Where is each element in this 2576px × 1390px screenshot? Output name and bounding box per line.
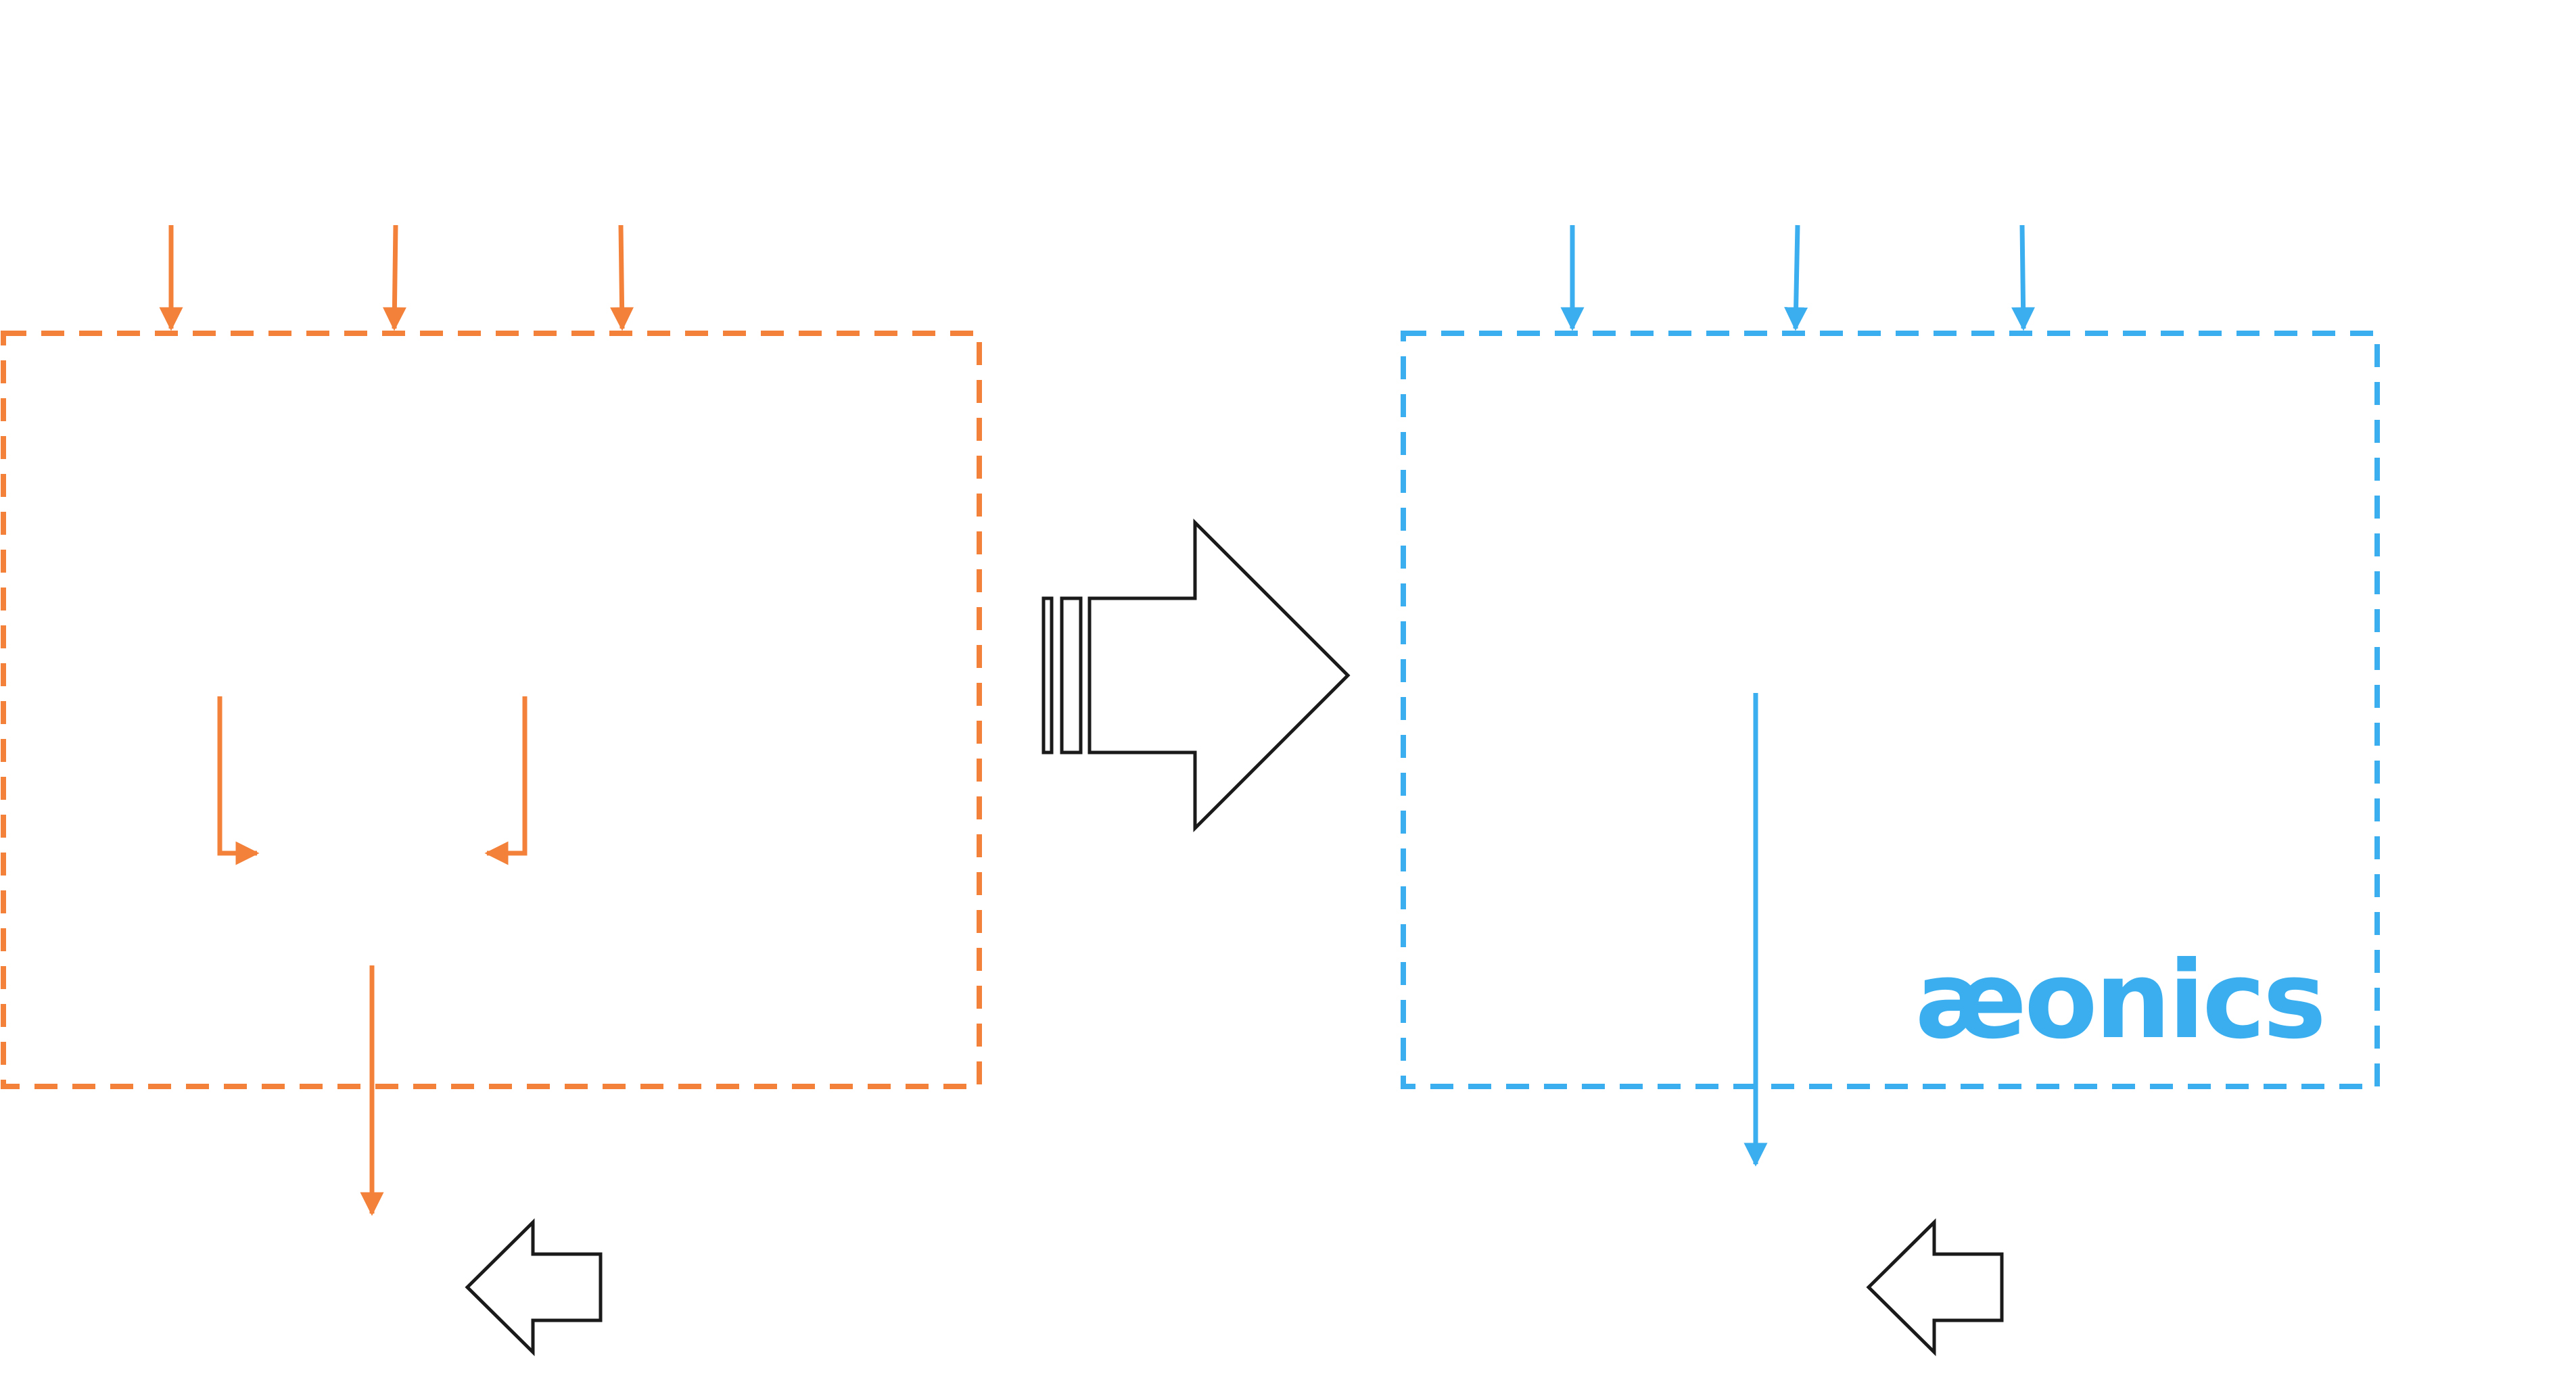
transition-bar-2 bbox=[1060, 596, 1083, 754]
right-input-arrow-3 bbox=[2011, 224, 2036, 331]
left-internal-arrow-left bbox=[484, 696, 528, 865]
aeonics-logo: æonics bbox=[1915, 938, 2324, 1063]
right-system-boundary bbox=[1401, 331, 2380, 1089]
big-right-arrow-icon bbox=[1041, 518, 1351, 833]
left-input-arrow-3 bbox=[610, 224, 634, 331]
right-input-arrow-2 bbox=[1784, 224, 1808, 331]
left-system-boundary bbox=[1, 331, 982, 1089]
left-internal-arrow-right bbox=[217, 696, 260, 865]
transition-bar-1 bbox=[1041, 596, 1054, 754]
transition-arrow-body bbox=[1087, 518, 1351, 833]
right-feedback-arrow-icon bbox=[1866, 1218, 2004, 1356]
left-input-arrow-2 bbox=[382, 224, 406, 331]
right-system: æonics bbox=[1401, 224, 2380, 1167]
left-feedback-arrow-icon bbox=[465, 1218, 603, 1356]
left-system bbox=[1, 224, 982, 1216]
